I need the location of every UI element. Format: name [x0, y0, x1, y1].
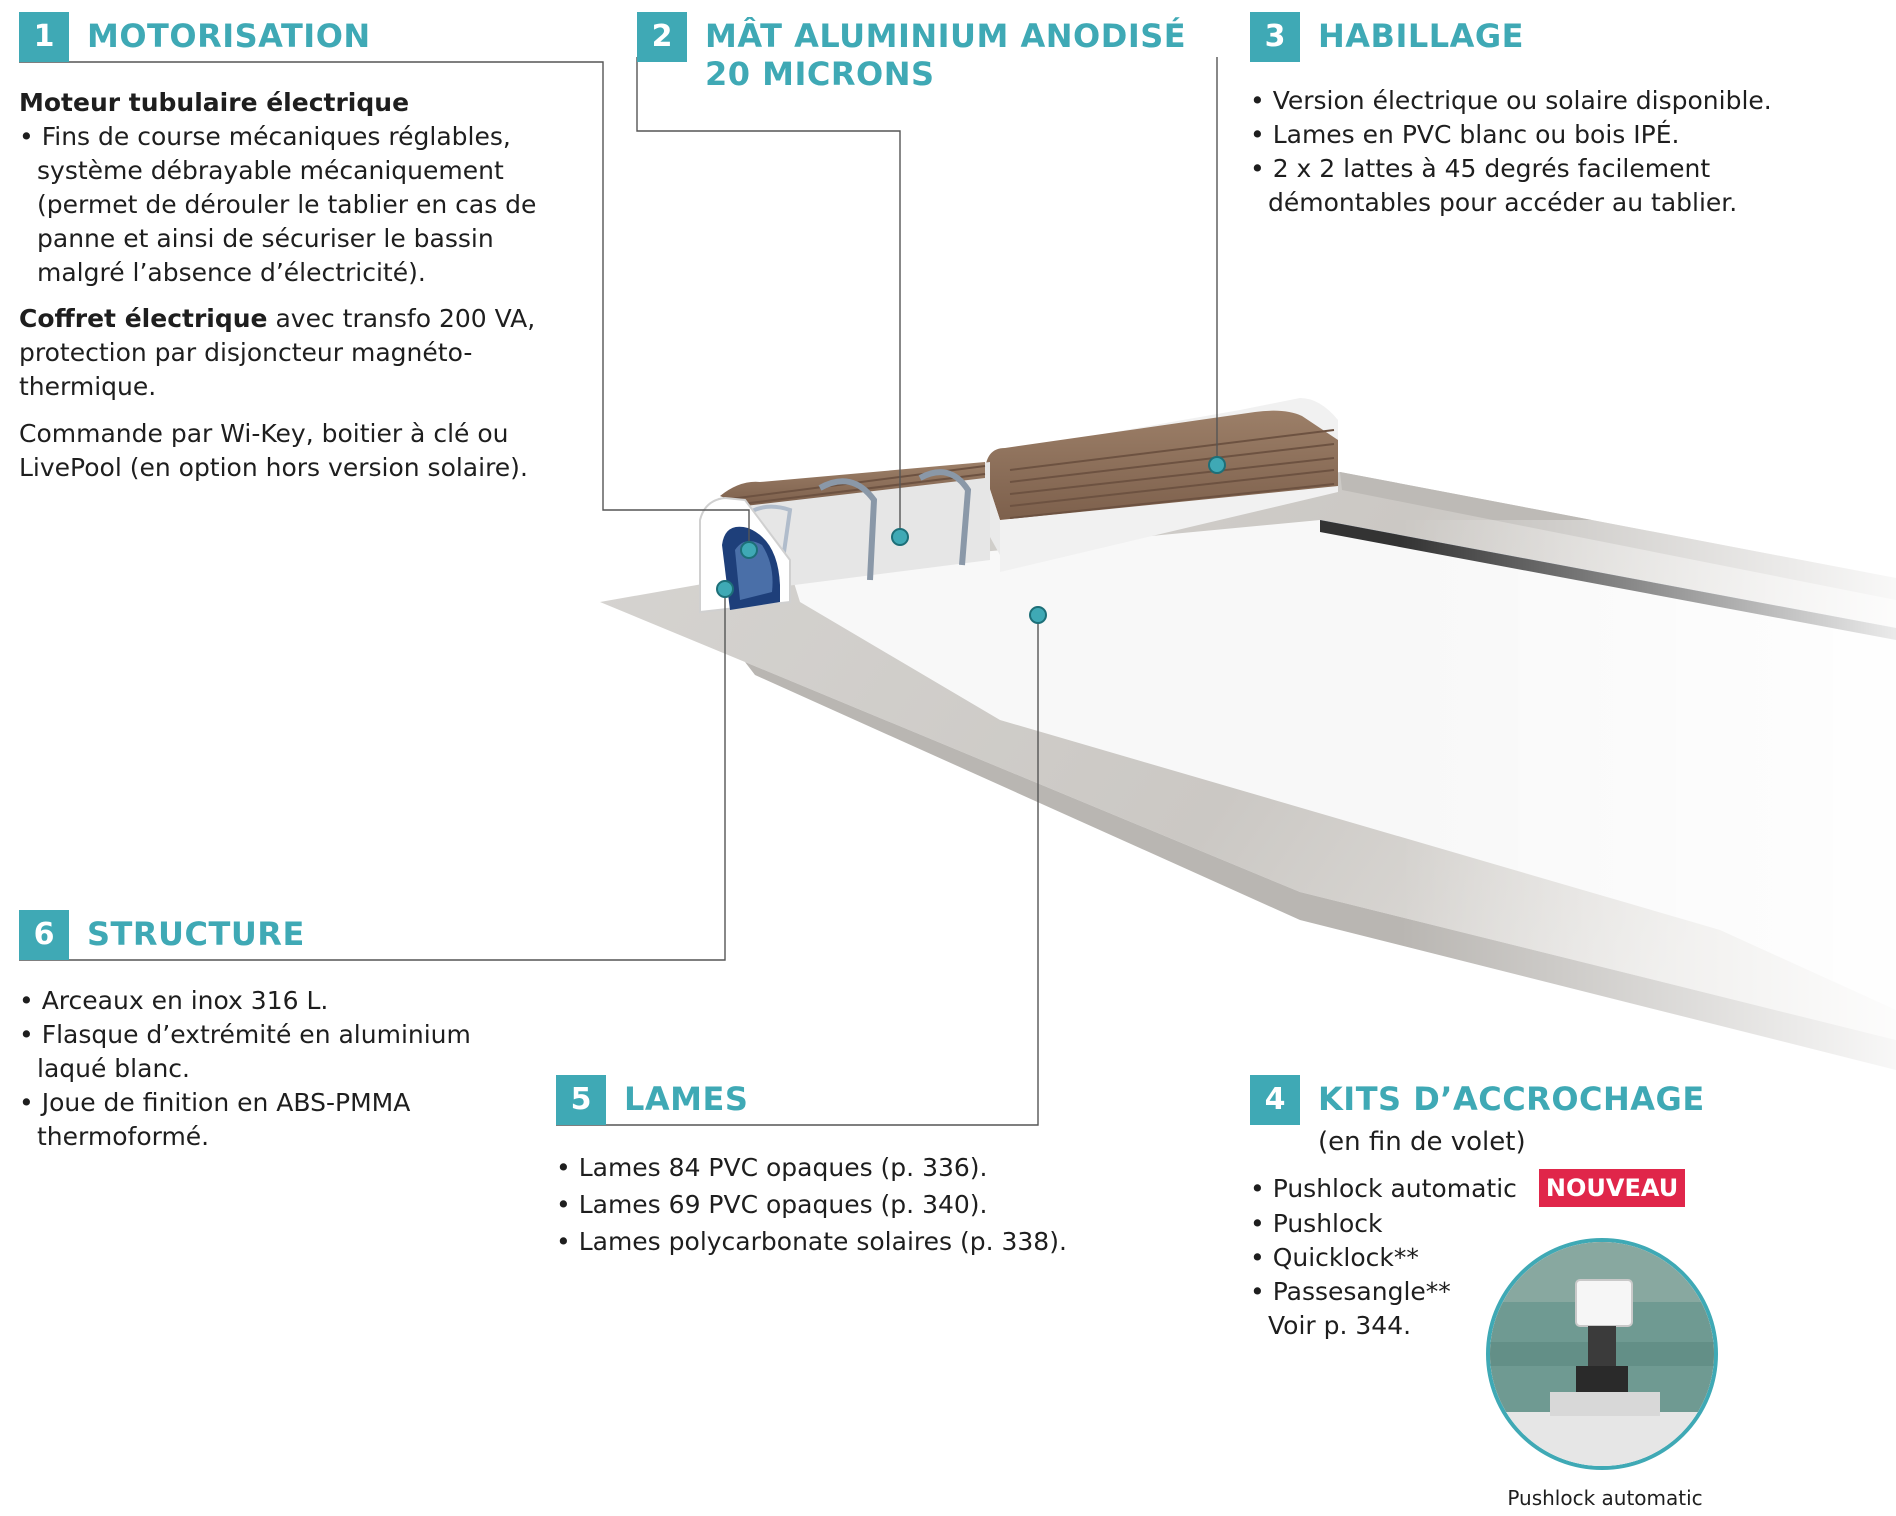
kits-subtitle: (en fin de volet): [1318, 1127, 1526, 1157]
section-title-motorisation: MOTORISATION: [87, 17, 371, 55]
pushlock-photo-illustration: [1490, 1242, 1714, 1466]
commande-paragraph: Commande par Wi-Key, boitier à clé ou Li…: [19, 419, 528, 482]
list-item: Passesangle** Voir p. 344.: [1250, 1275, 1488, 1343]
coffret-bold-label: Coffret électrique: [19, 304, 268, 333]
list-item: Version électrique ou solaire disponible…: [1250, 84, 1870, 118]
dot-structure: [716, 580, 734, 598]
moteur-paragraph: Moteur tubulaire électrique Fins de cour…: [19, 86, 579, 290]
section-title-lames: LAMES: [624, 1080, 749, 1118]
section-title-mat: MÂT ALUMINIUM ANODISÉ 20 MICRONS: [705, 17, 1187, 93]
list-item: Lames 84 PVC opaques (p. 336).: [556, 1149, 1116, 1186]
list-item: Pushlock automatic NOUVEAU: [1250, 1169, 1810, 1207]
list-item: Lames 69 PVC opaques (p. 340).: [556, 1186, 1116, 1223]
section-mat: 2 MÂT ALUMINIUM ANODISÉ 20 MICRONS: [637, 12, 1197, 93]
section-structure: 6 STRUCTURE Arceaux en inox 316 L. Flasq…: [19, 910, 509, 1154]
section-number-5: 5: [556, 1075, 606, 1125]
dot-motorisation: [740, 541, 758, 559]
list-item: Pushlock: [1250, 1207, 1810, 1241]
list-item: Lames polycarbonate solaires (p. 338).: [556, 1223, 1116, 1260]
dot-mat: [891, 528, 909, 546]
list-item: Quicklock**: [1250, 1241, 1810, 1275]
section-number-1: 1: [19, 12, 69, 62]
structure-list: Arceaux en inox 316 L. Flasque d’extrémi…: [19, 984, 509, 1154]
list-item: Arceaux en inox 316 L.: [19, 984, 509, 1018]
moteur-item: Fins de course mécaniques réglables, sys…: [19, 120, 579, 290]
list-item: Lames en PVC blanc ou bois IPÉ.: [1250, 118, 1870, 152]
section-number-6: 6: [19, 910, 69, 960]
section-number-2: 2: [637, 12, 687, 62]
section-number-3: 3: [1250, 12, 1300, 62]
section-lames: 5 LAMES Lames 84 PVC opaques (p. 336). L…: [556, 1075, 1116, 1260]
habillage-list: Version électrique ou solaire disponible…: [1250, 84, 1870, 220]
section-number-4: 4: [1250, 1075, 1300, 1125]
nouveau-badge: NOUVEAU: [1538, 1169, 1686, 1207]
inset-caption: Pushlock automatic: [1507, 1486, 1703, 1510]
section-habillage: 3 HABILLAGE Version électrique ou solair…: [1250, 12, 1870, 220]
list-item: Flasque d’extrémité en aluminium laqué b…: [19, 1018, 509, 1086]
moteur-bold-label: Moteur tubulaire électrique: [19, 88, 410, 117]
coffret-text: avec transfo 200 VA, protection par disj…: [19, 304, 536, 401]
section-kits: 4 KITS D’ACCROCHAGE (en fin de volet) Pu…: [1250, 1075, 1810, 1343]
section-title-kits: KITS D’ACCROCHAGE: [1318, 1080, 1705, 1118]
section-motorisation: 1 MOTORISATION Moteur tubulaire électriq…: [19, 12, 579, 498]
lames-list: Lames 84 PVC opaques (p. 336). Lames 69 …: [556, 1149, 1116, 1260]
dot-lames: [1029, 606, 1047, 624]
callout-dots: [716, 456, 1226, 624]
section-title-habillage: HABILLAGE: [1318, 17, 1525, 55]
leader-lines: [19, 57, 1218, 1126]
dot-habillage: [1208, 456, 1226, 474]
coffret-paragraph: Coffret électrique avec transfo 200 VA, …: [19, 302, 579, 404]
pushlock-inset-photo: [1486, 1238, 1718, 1470]
list-item: 2 x 2 lattes à 45 degrés facilement démo…: [1250, 152, 1870, 220]
section-title-structure: STRUCTURE: [87, 915, 305, 953]
list-item: Joue de finition en ABS-PMMA thermoformé…: [19, 1086, 509, 1154]
kits-list: Pushlock automatic NOUVEAU Pushlock Quick…: [1250, 1169, 1810, 1343]
moteur-list: Fins de course mécaniques réglables, sys…: [19, 120, 579, 290]
kit-item-label: Pushlock automatic: [1272, 1174, 1517, 1203]
